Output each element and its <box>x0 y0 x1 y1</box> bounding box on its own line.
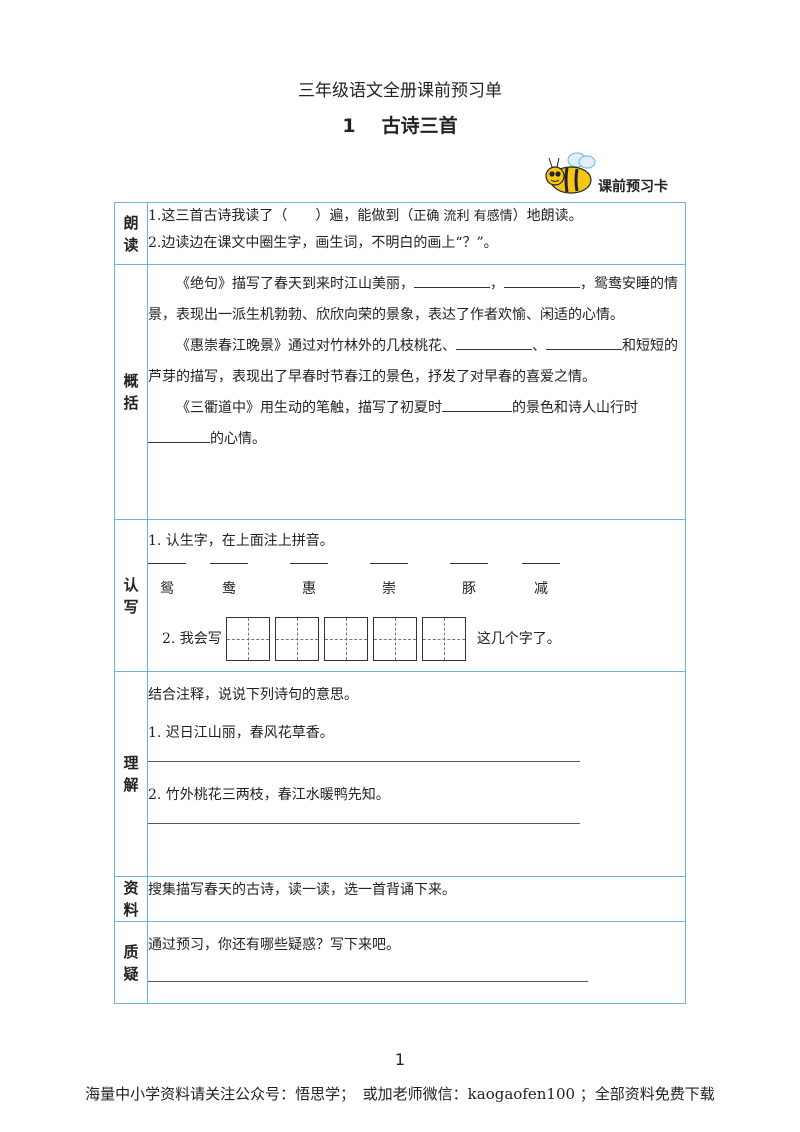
read-line-2: 2.边读边在课文中圈生字，画生词，不明白的画上“？”。 <box>148 235 498 251</box>
section-label: 质疑 <box>114 921 148 1004</box>
bee-icon <box>545 152 596 194</box>
pinyin-blank[interactable] <box>148 562 186 564</box>
write-question-2-b: 这几个字了。 <box>476 631 561 647</box>
section-label: 朗读 <box>114 202 148 265</box>
section-understand: 理解 结合注释，说说下列诗句的意思。 1. 迟日江山丽，春风花草香。 2. 竹外… <box>114 671 686 877</box>
fill-blank[interactable] <box>442 397 512 412</box>
question-text: 通过预习，你还有哪些疑惑？写下来吧。 <box>148 937 400 953</box>
fill-blank[interactable] <box>414 273 490 288</box>
lesson-name: 古诗三首 <box>381 115 458 137</box>
char-4: 崇 <box>382 581 396 597</box>
section-question: 质疑 通过预习，你还有哪些疑惑？写下来吧。 <box>114 921 686 1004</box>
summary-paragraph-3: 《三衢道中》用生动的笔触，描写了初夏时的景色和诗人山行时的心情。 <box>148 393 685 455</box>
char-2: 鸯 <box>222 581 236 597</box>
preview-card-label: 课前预习卡 <box>598 179 668 195</box>
document-title: 三年级语文全册课前预习单 <box>298 81 502 101</box>
read-line-1: 1.这三首古诗我读了（ ）遍，能做到（正确 流利 有感情）地朗读。 <box>148 208 583 224</box>
preview-table: 朗读 1.这三首古诗我读了（ ）遍，能做到（正确 流利 有感情）地朗读。 2.边… <box>114 202 686 1004</box>
section-label: 理解 <box>114 671 148 877</box>
lesson-title: 1 古诗三首 <box>0 111 800 138</box>
section-label: 概括 <box>114 264 148 520</box>
section-read: 朗读 1.这三首古诗我读了（ ）遍，能做到（正确 流利 有感情）地朗读。 2.边… <box>114 202 686 265</box>
writing-grid-box[interactable] <box>421 617 466 661</box>
section-summary: 概括 《绝句》描写了春天到来时江山美丽，，，鸳鸯安睡的情景，表现出一派生机勃勃、… <box>114 264 686 520</box>
lesson-number: 1 <box>342 115 356 137</box>
section-material: 资料 搜集描写春天的古诗，读一读，选一首背诵下来。 <box>114 876 686 922</box>
preview-card-tag: 课前预习卡 <box>541 148 691 200</box>
material-text: 搜集描写春天的古诗，读一读，选一首背诵下来。 <box>148 882 456 898</box>
page-number: 1 <box>394 1050 406 1069</box>
writing-grid-box[interactable] <box>323 617 368 661</box>
writing-grid-box[interactable] <box>372 617 417 661</box>
fill-blank[interactable] <box>504 273 580 288</box>
pinyin-row: 鸳 鸯 惠 崇 豚 减 <box>148 554 685 612</box>
write-practice-row: 2. 我会写 这几个字了。 <box>148 612 685 666</box>
section-write: 认写 1. 认生字，在上面注上拼音。 鸳 鸯 惠 崇 豚 减 2. 我会写 <box>114 519 686 672</box>
answer-line[interactable] <box>148 760 580 762</box>
understand-question-2: 2. 竹外桃花三两枝，春江水暖鸭先知。 <box>148 787 390 803</box>
pinyin-blank[interactable] <box>210 562 248 564</box>
answer-line[interactable] <box>148 822 580 824</box>
understand-question-1: 1. 迟日江山丽，春风花草香。 <box>148 725 334 741</box>
answer-line[interactable] <box>148 980 588 982</box>
fill-blank[interactable] <box>546 335 622 350</box>
char-1: 鸳 <box>160 581 174 597</box>
summary-paragraph-1: 《绝句》描写了春天到来时江山美丽，，，鸳鸯安睡的情景，表现出一派生机勃勃、欣欣向… <box>148 269 685 331</box>
pinyin-blank[interactable] <box>522 562 560 564</box>
char-6: 减 <box>534 581 548 597</box>
pinyin-blank[interactable] <box>450 562 488 564</box>
char-5: 豚 <box>462 581 476 597</box>
writing-grid-box[interactable] <box>225 617 270 661</box>
fill-blank[interactable] <box>148 428 210 443</box>
pinyin-blank[interactable] <box>370 562 408 564</box>
footer-note: 海量中小学资料请关注公众号：悟思学； 或加老师微信：kaogaofen100 ；… <box>85 1085 715 1103</box>
char-3: 惠 <box>302 581 316 597</box>
summary-paragraph-2: 《惠崇春江晚景》通过对竹林外的几枝桃花、、和短短的芦芽的描写，表现出了早春时节春… <box>148 331 685 393</box>
writing-grid-box[interactable] <box>274 617 319 661</box>
write-question-2-a: 2. 我会写 <box>162 631 222 647</box>
understand-intro: 结合注释，说说下列诗句的意思。 <box>148 687 358 703</box>
pinyin-blank[interactable] <box>290 562 328 564</box>
section-label: 资料 <box>114 876 148 922</box>
fill-blank[interactable] <box>456 335 532 350</box>
write-question-1: 1. 认生字，在上面注上拼音。 <box>148 533 334 549</box>
section-label: 认写 <box>114 519 148 672</box>
